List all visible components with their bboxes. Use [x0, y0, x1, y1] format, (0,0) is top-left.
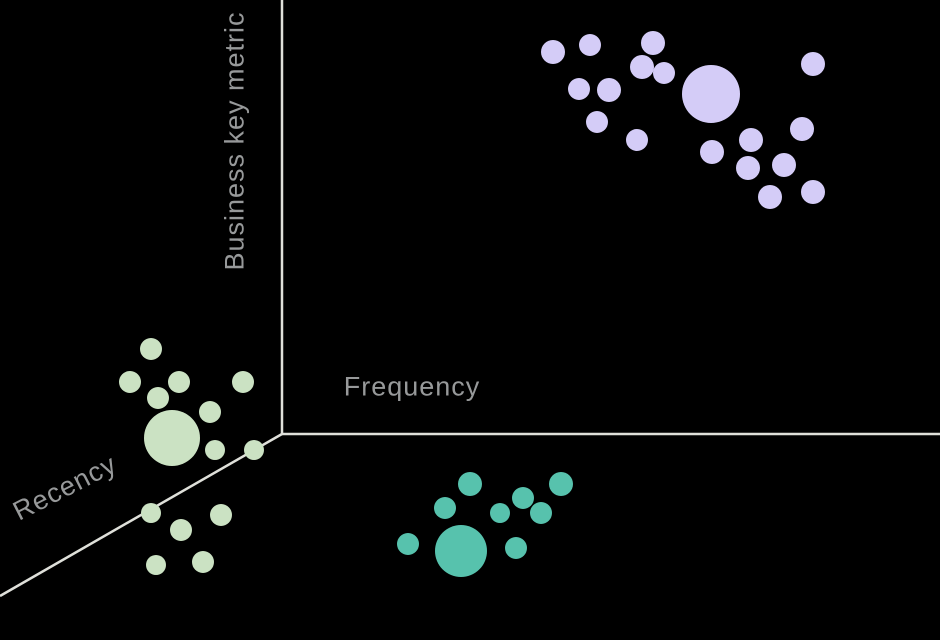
green-cluster-bubble — [170, 519, 192, 541]
green-cluster-bubble — [199, 401, 221, 423]
lavender-cluster-bubble — [653, 62, 675, 84]
lavender-cluster-bubble — [758, 185, 782, 209]
lavender-cluster-bubble — [568, 78, 590, 100]
lavender-cluster-bubble — [801, 52, 825, 76]
lavender-cluster-bubble — [641, 31, 665, 55]
lavender-cluster-bubble — [597, 78, 621, 102]
green-cluster-bubble — [210, 504, 232, 526]
green-cluster-bubble — [140, 338, 162, 360]
teal-cluster-bubble — [512, 487, 534, 509]
lavender-cluster-bubble — [739, 128, 763, 152]
green-cluster-bubble — [147, 387, 169, 409]
teal-cluster-bubble — [434, 497, 456, 519]
lavender-cluster-bubble — [626, 129, 648, 151]
teal-cluster-bubble — [549, 472, 573, 496]
teal-cluster-bubble — [397, 533, 419, 555]
lavender-cluster-bubble — [700, 140, 724, 164]
green-cluster-bubble — [192, 551, 214, 573]
y-axis-label: Business key metric — [219, 11, 250, 271]
green-cluster-bubble — [141, 503, 161, 523]
lavender-cluster-bubble — [790, 117, 814, 141]
green-cluster-bubble — [244, 440, 264, 460]
teal-cluster-bubble — [435, 525, 487, 577]
lavender-cluster-bubble — [541, 40, 565, 64]
green-cluster-bubble — [205, 440, 225, 460]
teal-cluster-bubble — [490, 503, 510, 523]
green-cluster-bubble — [119, 371, 141, 393]
lavender-cluster-bubble — [630, 55, 654, 79]
teal-cluster-bubble — [505, 537, 527, 559]
teal-cluster-bubble — [458, 472, 482, 496]
lavender-cluster-bubble — [801, 180, 825, 204]
green-cluster-bubble — [144, 410, 200, 466]
lavender-cluster-bubble — [736, 156, 760, 180]
teal-cluster — [397, 472, 573, 577]
green-cluster-bubble — [232, 371, 254, 393]
teal-cluster-bubble — [530, 502, 552, 524]
z-axis-line — [0, 432, 283, 598]
green-cluster-bubble — [168, 371, 190, 393]
green-cluster-bubble — [146, 555, 166, 575]
lavender-cluster — [541, 31, 825, 209]
lavender-cluster-bubble — [772, 153, 796, 177]
lavender-cluster-bubble — [682, 65, 740, 123]
x-axis-label: Frequency — [343, 371, 481, 402]
lavender-cluster-bubble — [586, 111, 608, 133]
lavender-cluster-bubble — [579, 34, 601, 56]
green-cluster — [119, 338, 264, 575]
